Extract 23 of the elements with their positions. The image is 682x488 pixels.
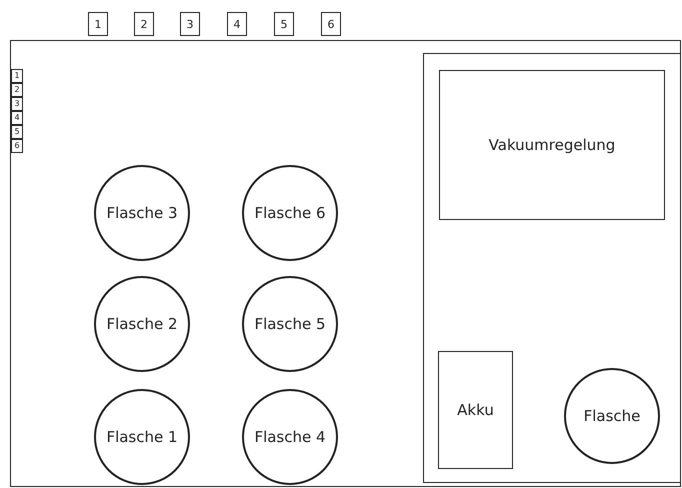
bottle-circle: Flasche (564, 368, 660, 464)
bottle-circle: Flasche 3 (94, 165, 190, 261)
number-box: 5 (274, 12, 294, 36)
enclosure-outline (423, 53, 681, 483)
bottle-circle: Flasche 1 (94, 389, 190, 485)
bottle-circle: Flasche 4 (242, 389, 338, 485)
bottle-circle: Flasche 2 (94, 276, 190, 372)
number-box: 6 (11, 139, 23, 153)
bottle-circle: Flasche 6 (242, 165, 338, 261)
number-box: 2 (134, 12, 154, 36)
number-box: 4 (227, 12, 247, 36)
enclosure-outline (10, 40, 681, 487)
number-box: 6 (321, 12, 341, 36)
component-box: Vakuumregelung (439, 70, 665, 220)
number-box: 1 (11, 69, 23, 83)
number-box: 3 (11, 97, 23, 111)
number-box: 2 (11, 83, 23, 97)
number-box: 1 (88, 12, 108, 36)
component-box: Akku (438, 351, 513, 469)
number-box: 3 (180, 12, 200, 36)
bottle-circle: Flasche 5 (242, 276, 338, 372)
number-box: 5 (11, 125, 23, 139)
number-box: 4 (11, 111, 23, 125)
